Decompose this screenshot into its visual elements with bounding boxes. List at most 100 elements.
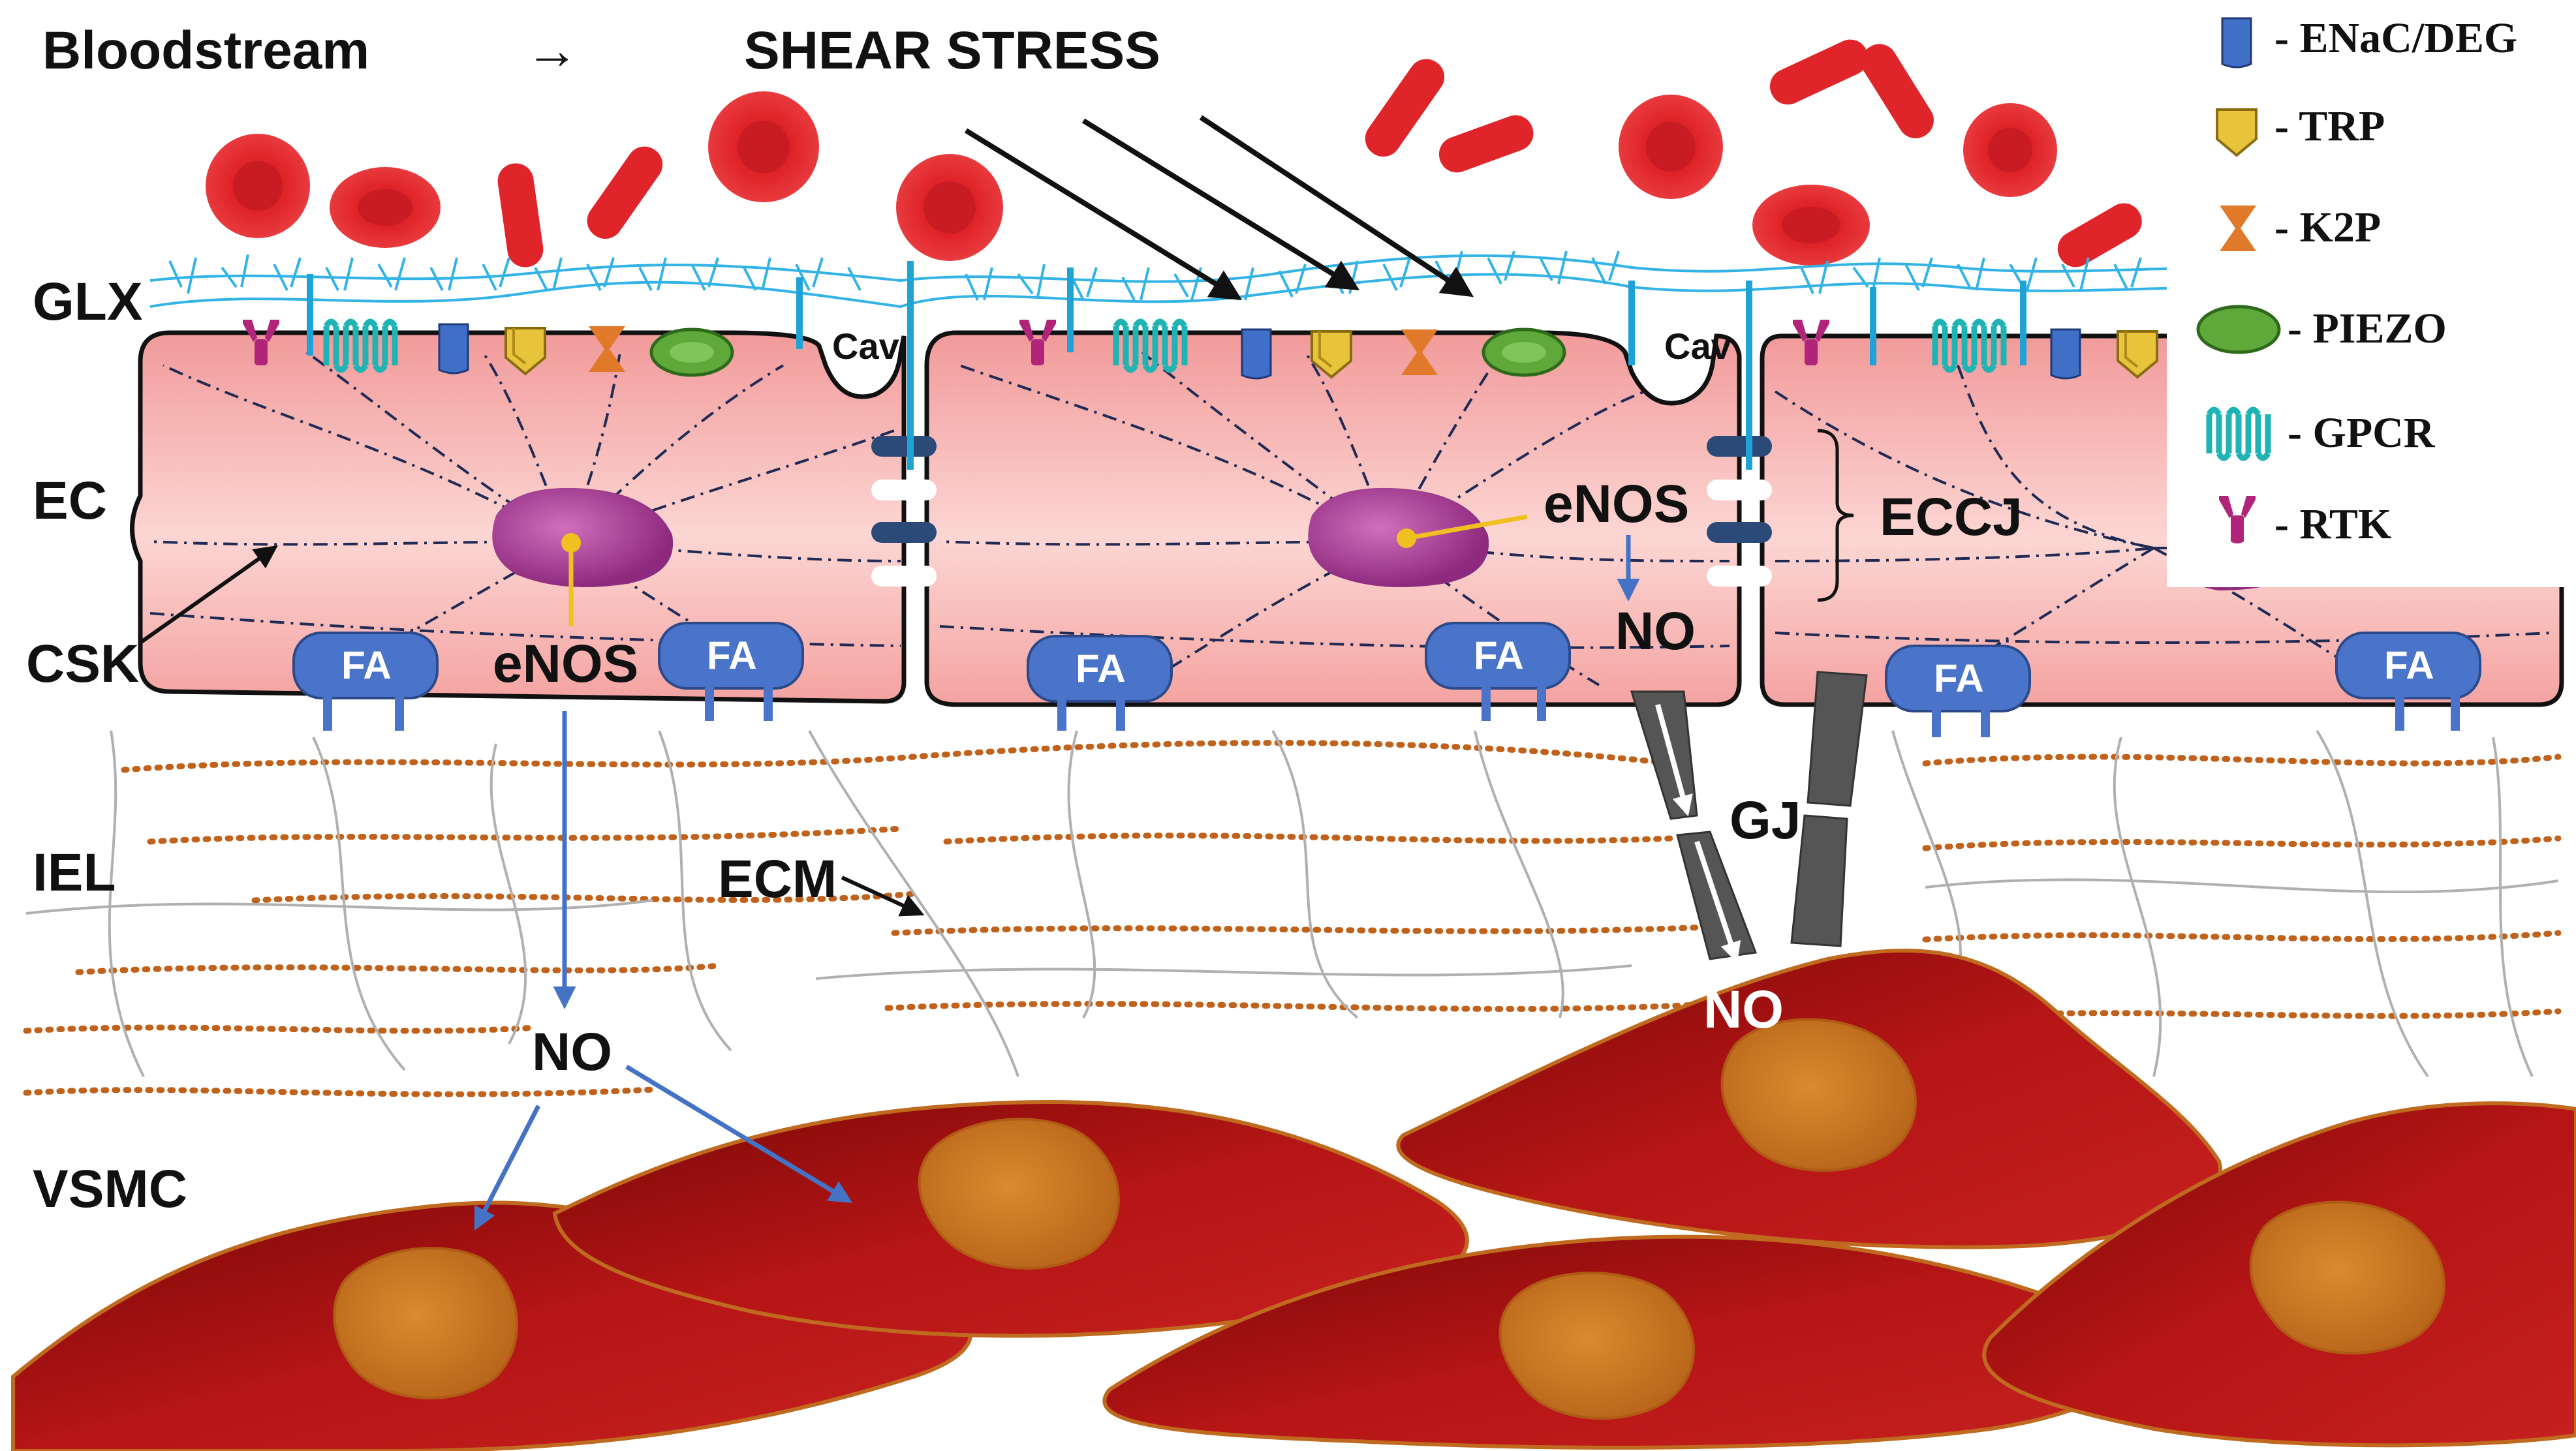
ecm-label: ECM	[718, 849, 837, 909]
legend-label: - RTK	[2274, 500, 2391, 548]
rbc-disc	[1963, 103, 2057, 197]
eccj-label: ECCJ	[1880, 487, 2023, 547]
cell-cell-junctions	[871, 436, 1772, 587]
glycocalyx-posts	[307, 261, 2026, 470]
rbc-side	[497, 163, 544, 267]
legend-item-k2p: - K2P	[2220, 204, 2381, 251]
membrane-channels	[243, 318, 2158, 380]
legend-label: - K2P	[2274, 204, 2381, 251]
vascular-smooth-muscle-cells	[11, 949, 2576, 1451]
no-diffusion-arrows	[474, 535, 1640, 1231]
enos-activation-arrows	[561, 514, 1528, 626]
fa-label: FA	[1076, 647, 1126, 690]
focal-adhesion	[1027, 635, 1173, 731]
legend-item-gpcr: - GPCR	[2206, 406, 2436, 461]
rbc-side	[1365, 59, 1445, 157]
enos-label: eNOS	[493, 634, 638, 694]
focal-adhesion	[658, 622, 804, 721]
caveola-label: Cav	[1664, 326, 1731, 367]
layer-label-iel: IEL	[33, 843, 116, 902]
rbc-disc	[1752, 185, 1870, 266]
focal-adhesion	[1425, 622, 1571, 721]
fa-label: FA	[2384, 643, 2434, 687]
pointer-arrows	[139, 545, 925, 917]
gpcr-receptor-icon	[1932, 318, 2007, 373]
trp-channel-icon	[1311, 330, 1352, 379]
piezo-channel-icon	[2196, 305, 2281, 354]
fa-label: FA	[1474, 634, 1524, 677]
vsmc-cell	[1102, 1234, 2138, 1450]
rtk-receptor-icon	[1793, 320, 1829, 365]
gj-label: GJ	[1730, 791, 1801, 850]
trp-channel-icon	[2216, 108, 2258, 157]
rbc-disc	[330, 167, 441, 248]
gpcr-receptor-icon	[1113, 318, 1188, 373]
eccj-bracket	[1817, 429, 1854, 602]
focal-adhesion	[2335, 632, 2481, 731]
gpcr-receptor-icon	[2206, 406, 2271, 461]
focal-adhesion	[1885, 645, 2031, 737]
trp-channel-icon	[2117, 330, 2158, 379]
rbc-side	[1861, 44, 1934, 138]
no-diffusion-arrows-white	[1655, 703, 1741, 964]
k2p-channel-icon	[589, 326, 625, 372]
legend-label: - PIEZO	[2288, 305, 2447, 352]
layer-label-ec: EC	[33, 471, 107, 530]
bloodstream-label: Bloodstream	[42, 21, 369, 80]
extracellular-matrix-fibers	[25, 729, 2559, 1078]
rbc-side	[587, 146, 663, 239]
focal-adhesion	[292, 632, 439, 731]
rbc-side	[2057, 203, 2142, 267]
k2p-channel-icon	[2220, 206, 2256, 251]
rbc-side	[1438, 115, 1534, 173]
legend-item-trp: - TRP	[2216, 102, 2385, 157]
vsmc-cell	[1982, 1101, 2576, 1448]
no-label-vsmc: NO	[1703, 980, 1784, 1039]
focal-adhesions	[292, 622, 2481, 737]
enos-label: eNOS	[1544, 474, 1689, 534]
legend-label: - GPCR	[2288, 409, 2436, 457]
enac-channel-icon	[2221, 17, 2252, 69]
enac-channel-icon	[1241, 328, 1272, 380]
glycocalyx	[149, 251, 2559, 309]
fa-label: FA	[707, 634, 757, 677]
legend-label: - TRP	[2274, 102, 2385, 150]
arrow-glyph: →	[525, 21, 579, 80]
shear-stress-arrows	[964, 115, 1474, 301]
rbc-side	[1769, 39, 1869, 105]
gpcr-receptor-icon	[323, 318, 398, 373]
enac-channel-icon	[438, 323, 469, 374]
vsmc-cell	[1396, 949, 2222, 1249]
no-label: NO	[532, 1022, 612, 1082]
junction-right	[1707, 436, 1772, 587]
rtk-receptor-icon	[2219, 496, 2256, 543]
ec-nucleus	[492, 487, 674, 587]
enac-channel-icon	[2050, 328, 2081, 380]
legend: - ENaC/DEG - TRP - K2P - PIEZO - GPCR - …	[2167, 0, 2576, 587]
junction-left	[871, 436, 937, 587]
caveola-label: Cav	[832, 326, 899, 367]
piezo-channel-icon	[1482, 328, 1566, 377]
rbc-disc	[1619, 95, 1723, 199]
rtk-receptor-icon	[243, 320, 279, 365]
piezo-channel-icon	[649, 328, 734, 377]
internal-elastic-lamina	[23, 740, 2562, 1097]
rbc-disc	[206, 134, 310, 238]
rtk-receptor-icon	[1019, 320, 1056, 365]
legend-item-piezo: - PIEZO	[2196, 305, 2447, 354]
fa-label: FA	[341, 643, 392, 687]
layer-label-csk: CSK	[26, 634, 139, 694]
layer-label-glx: GLX	[33, 272, 143, 331]
no-label: NO	[1615, 602, 1696, 661]
shear-stress-label: SHEAR STRESS	[744, 21, 1160, 80]
fa-label: FA	[1934, 656, 1984, 700]
rbc-disc	[896, 154, 1003, 261]
legend-item-rtk: - RTK	[2219, 496, 2391, 548]
trp-channel-icon	[504, 327, 546, 376]
rbc-disc	[708, 91, 819, 202]
legend-item-enac: - ENaC/DEG	[2221, 14, 2517, 69]
k2p-channel-icon	[1401, 329, 1438, 375]
legend-label: - ENaC/DEG	[2274, 14, 2517, 62]
